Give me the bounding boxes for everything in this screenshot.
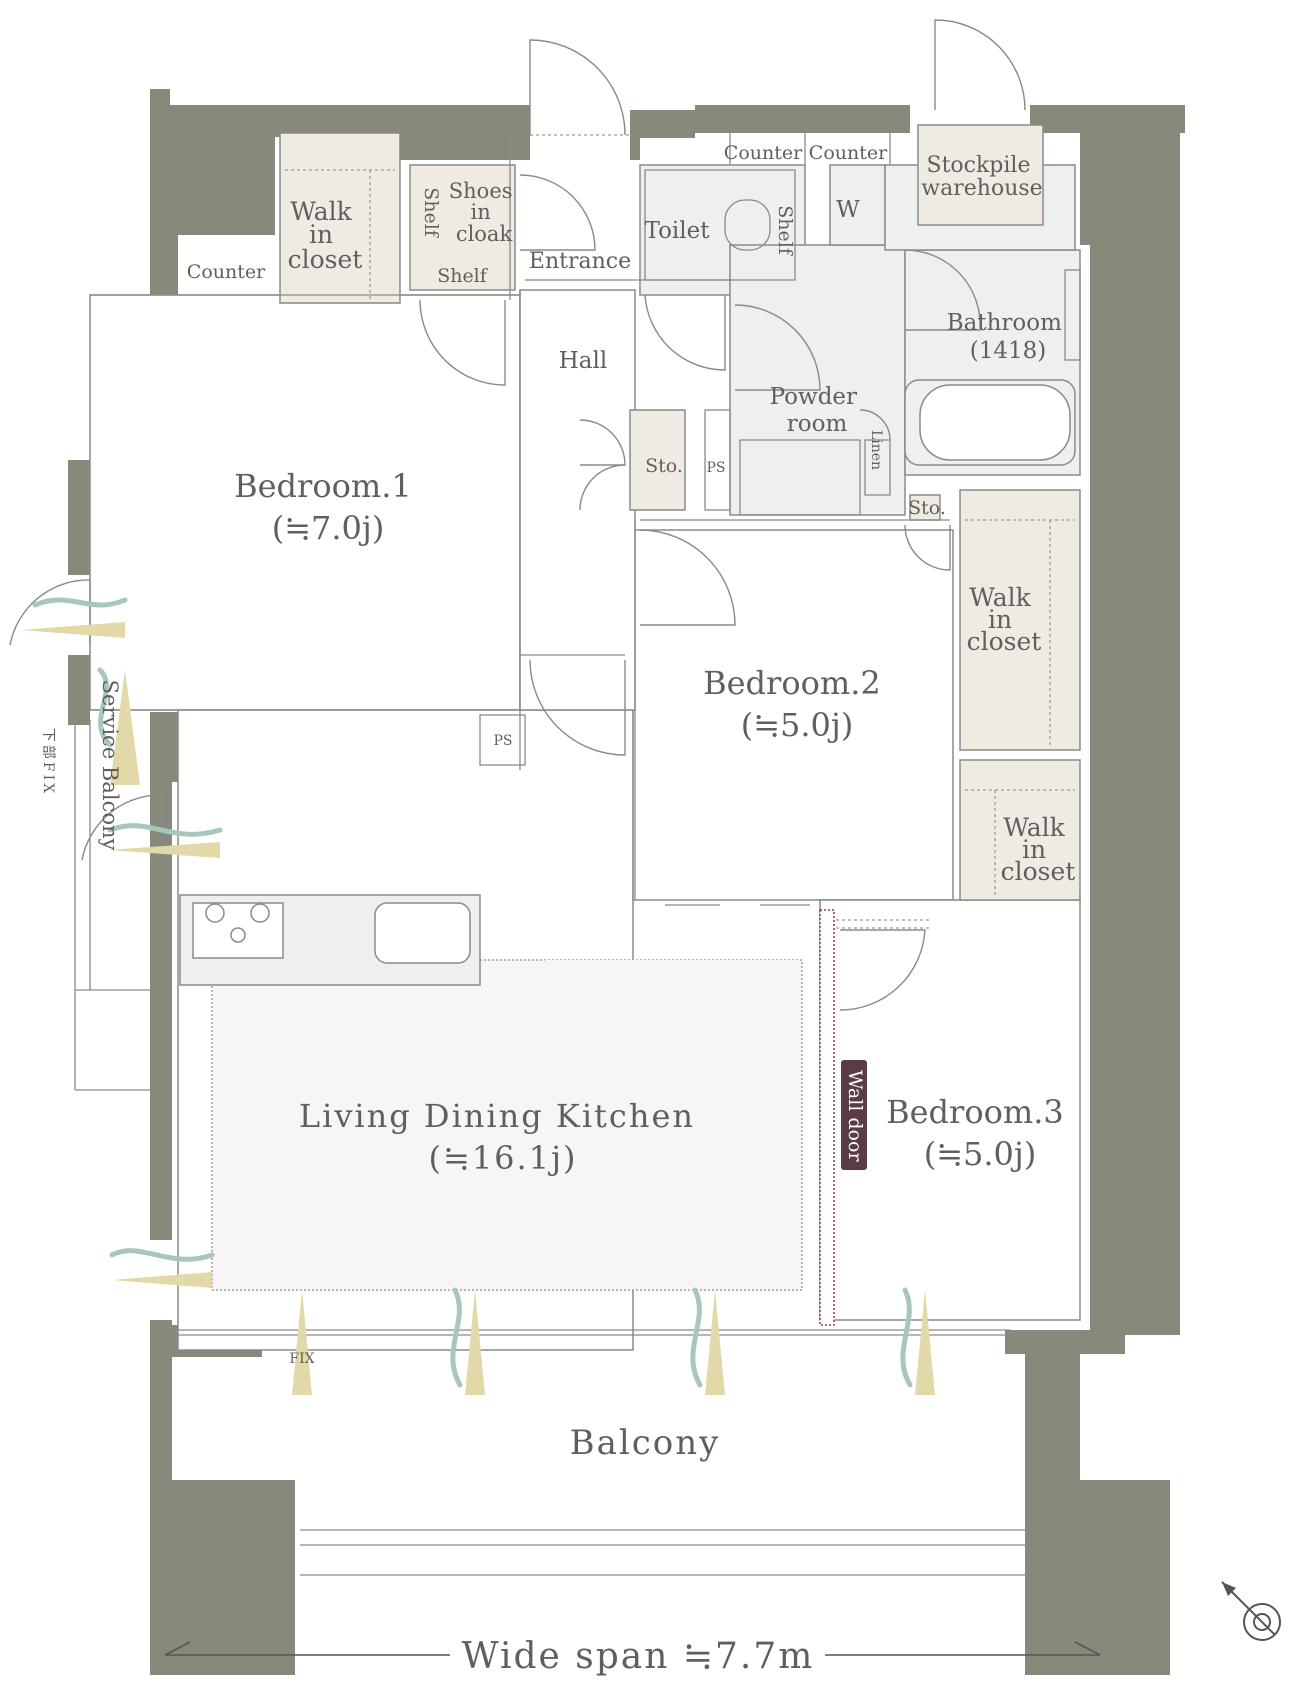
counter-left-label: Counter <box>187 261 266 283</box>
walk-in-closet-1-label: Walk in closet <box>288 197 363 274</box>
wall-door-label: Wall door <box>844 1070 866 1162</box>
shelf-toilet-label: Shelf <box>774 205 796 257</box>
bathroom-label: Bathroom (1418) <box>947 310 1069 364</box>
storage-areas <box>179 124 1081 986</box>
shelf-bottom-label: Shelf <box>437 265 489 287</box>
door-swings <box>9 19 1026 1011</box>
ldk-label: Living Dining Kitchen (≒16.1j) <box>299 1097 707 1177</box>
fix-vertical-label: 下部FIX <box>40 728 56 796</box>
washer-label: W <box>836 197 860 223</box>
balcony-label: Balcony <box>570 1423 721 1463</box>
ps-2-label: PS <box>493 733 512 749</box>
shelf-vertical-label: Shelf <box>420 187 442 239</box>
ps-1-label: PS <box>706 460 725 476</box>
bedroom-2-label: Bedroom.2 (≒5.0j) <box>703 664 891 744</box>
exterior-walls <box>68 89 1185 1675</box>
service-balcony-label: Service Balcony <box>98 680 122 851</box>
sto-1-label: Sto. <box>645 455 683 477</box>
span-dimension <box>164 1641 1101 1656</box>
room-labels: Walk in closet Counter Shelf Shoes in cl… <box>40 142 1075 1463</box>
shoes-in-cloak-label: Shoes in cloak <box>449 179 519 246</box>
bedroom-3-label: Bedroom.3 (≒5.0j) <box>886 1093 1074 1173</box>
wide-span-label: Wide span ≒7.7m <box>462 1636 815 1677</box>
powder-room-label: Powder room <box>770 384 865 437</box>
walk-in-closet-3-label: Walk in closet <box>1001 813 1076 886</box>
compass-icon <box>1221 1581 1281 1641</box>
stockpile-warehouse-label: Stockpile warehouse <box>921 153 1042 201</box>
counter-2-label: Counter <box>809 142 888 164</box>
linen-label: Linen <box>868 430 884 470</box>
wall-door-tag <box>841 1060 867 1170</box>
counter-1-label: Counter <box>724 142 803 164</box>
walk-in-closet-2-label: Walk in closet <box>967 583 1042 656</box>
wall-door <box>819 909 835 1326</box>
entrance-label: Entrance <box>529 249 631 274</box>
sto-2-label: Sto. <box>908 497 946 519</box>
airflow-markers <box>20 597 935 1395</box>
partitions <box>74 133 1081 1576</box>
toilet-label: Toilet <box>645 218 711 244</box>
stove-icon <box>205 903 270 943</box>
hall-label: Hall <box>559 348 607 374</box>
fix-label: FIX <box>289 1351 314 1367</box>
bedroom-1-label: Bedroom.1 (≒7.0j) <box>234 467 422 547</box>
